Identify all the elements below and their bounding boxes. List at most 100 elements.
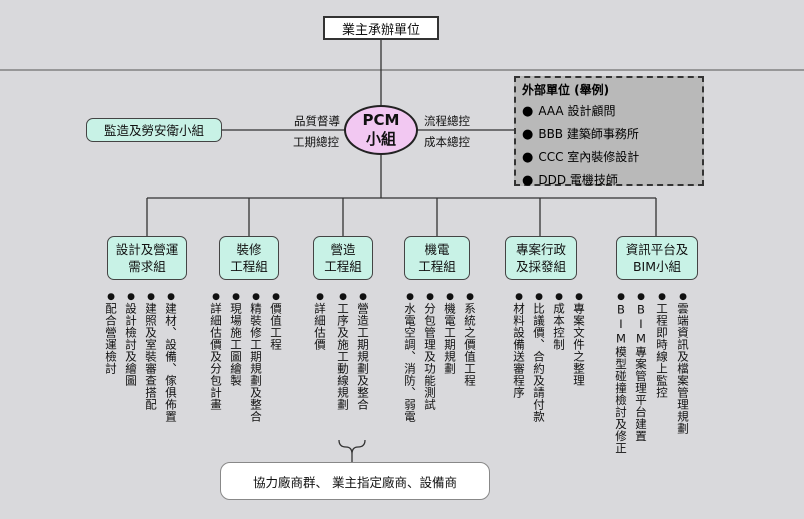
external-item-label: AAA 設計顧問 [538, 104, 616, 118]
pcm-label-line1: PCM [362, 111, 400, 129]
pcm-label-line2: 小組 [365, 130, 396, 148]
bullet-icon: ● [522, 104, 534, 119]
bullet-icon: ● [522, 173, 534, 188]
label-quality: 品質督導 [294, 114, 340, 128]
task-label: 機電工期規劃 [443, 302, 457, 375]
task-item: ●工程即時線上監控 [655, 292, 669, 399]
task-item: ●建照及室裝審查搭配 [144, 292, 158, 411]
group-box-mep: 機電 工程組 [404, 236, 470, 280]
bullet-icon: ● [657, 292, 667, 303]
bullet-icon: ● [251, 292, 261, 303]
task-label: 價值工程 [269, 302, 283, 351]
task-item: ●設計檢討及繪圖 [124, 292, 138, 387]
group-box-bim: 資訊平台及 BIM小組 [616, 236, 698, 280]
task-label: 雲端資訊及檔案管理規劃 [676, 302, 690, 435]
bullet-icon: ● [522, 127, 534, 142]
task-label: 專案文件之整理 [572, 302, 586, 387]
external-item-label: CCC 室內裝修設計 [538, 150, 640, 164]
bullet-icon: ● [211, 292, 221, 303]
task-label: 詳細估價及分包計畫 [209, 302, 223, 411]
safety-team-label: 監造及勞安衛小組 [103, 122, 204, 138]
task-item: ●材料設備送審程序 [512, 292, 526, 399]
bullet-icon: ● [405, 292, 415, 303]
label-schedule: 工期總控 [293, 135, 339, 149]
task-item: ●工序及施工動線規劃 [336, 292, 350, 411]
task-item: ●詳細估價及分包計畫 [209, 292, 223, 411]
task-label: 工程即時線上監控 [655, 302, 669, 399]
bullet-icon: ● [636, 292, 646, 303]
task-label: 分包管理及功能測試 [423, 302, 437, 411]
task-item: ●精裝修工期規劃及整合 [249, 292, 263, 423]
group-title-line2: 工程組 [418, 259, 456, 274]
external-item: ●BBB 建築師事務所 [522, 123, 696, 146]
bullet-icon: ● [338, 292, 348, 303]
external-title: 外部單位 (舉例) [522, 83, 610, 97]
partners-box: 協力廠商群、 業主指定廠商、設備商 [220, 462, 490, 500]
bullet-icon: ● [522, 150, 534, 165]
label-cost: 成本總控 [424, 135, 470, 149]
task-item: ●BIM模型碰撞檢討及修正 [614, 292, 628, 455]
bullet-icon: ● [231, 292, 241, 303]
bullet-icon: ● [126, 292, 136, 303]
task-label: 現場施工圖繪製 [229, 302, 243, 387]
owner-unit-label: 業主承辦單位 [341, 22, 420, 38]
task-label: 詳細估價 [313, 302, 327, 351]
external-item: ● AAA 設計顧問 [522, 100, 696, 123]
task-item: ●詳細估價 [313, 292, 327, 351]
bullet-icon: ● [534, 292, 544, 303]
task-item: ●營造工期規劃及整合 [356, 292, 370, 411]
label-process: 流程總控 [424, 114, 470, 128]
group-title-line2: 工程組 [324, 259, 362, 274]
task-label: 系統之價值工程 [463, 302, 477, 387]
group-title-line1: 資訊平台及 [625, 242, 689, 257]
group-title-line1: 裝修 [236, 242, 262, 257]
bullet-icon: ● [574, 292, 584, 303]
group-title-line2: 需求組 [128, 259, 166, 274]
bullet-icon: ● [425, 292, 435, 303]
group-title-line1: 營造 [330, 242, 356, 257]
bullet-icon: ● [315, 292, 325, 303]
task-item: ●分包管理及功能測試 [423, 292, 437, 411]
group-box-construction: 營造 工程組 [313, 236, 373, 280]
task-item: ●價值工程 [269, 292, 283, 351]
task-item: ●建材、設備、傢俱佈置 [164, 292, 178, 423]
group-title-line1: 專案行政 [515, 242, 566, 257]
owner-unit-box: 業主承辦單位 [323, 16, 439, 40]
task-label: 配合營運檢討 [104, 302, 118, 375]
task-item: ●成本控制 [552, 292, 566, 351]
task-item: ●比議價、合約及請付款 [532, 292, 546, 423]
bullet-icon: ● [465, 292, 475, 303]
bullet-icon: ● [554, 292, 564, 303]
bullet-icon: ● [514, 292, 524, 303]
bullet-icon: ● [678, 292, 688, 303]
safety-team-box: 監造及勞安衛小組 [86, 118, 222, 142]
task-label: 成本控制 [552, 302, 566, 351]
task-item: ●系統之價值工程 [463, 292, 477, 387]
bullet-icon: ● [146, 292, 156, 303]
external-item: ●DDD 電機技師 [522, 169, 696, 192]
task-label: 建照及室裝審查搭配 [144, 302, 158, 411]
partners-label: 協力廠商群、 業主指定廠商、設備商 [253, 474, 457, 490]
task-item: ●水電空調、消防、弱電 [403, 292, 417, 423]
task-label: 比議價、合約及請付款 [532, 302, 546, 423]
group-box-design: 設計及營運 需求組 [107, 236, 187, 280]
task-label: BIM模型碰撞檢討及修正 [614, 302, 628, 455]
group-title-line2: 工程組 [230, 259, 268, 274]
group-title-line2: 及採發組 [515, 259, 566, 274]
group-title-line1: 機電 [424, 242, 450, 257]
external-units-box: 外部單位 (舉例) ● AAA 設計顧問 ●BBB 建築師事務所 ● CCC 室內裝… [514, 76, 704, 188]
group-box-finishing: 裝修 工程組 [219, 236, 279, 280]
bullet-icon: ● [358, 292, 368, 303]
task-item: ●現場施工圖繪製 [229, 292, 243, 387]
task-label: BIM專案管理平台建置 [634, 302, 648, 443]
task-label: 營造工期規劃及整合 [356, 302, 370, 411]
task-item: ●BIM專案管理平台建置 [634, 292, 648, 443]
task-label: 建材、設備、傢俱佈置 [164, 302, 178, 423]
group-title-line1: 設計及營運 [115, 242, 179, 257]
bullet-icon: ● [166, 292, 176, 303]
task-item: ●配合營運檢討 [104, 292, 118, 375]
group-box-admin-procurement: 專案行政 及採發組 [505, 236, 577, 280]
bullet-icon: ● [271, 292, 281, 303]
task-label: 工序及施工動線規劃 [336, 302, 350, 411]
